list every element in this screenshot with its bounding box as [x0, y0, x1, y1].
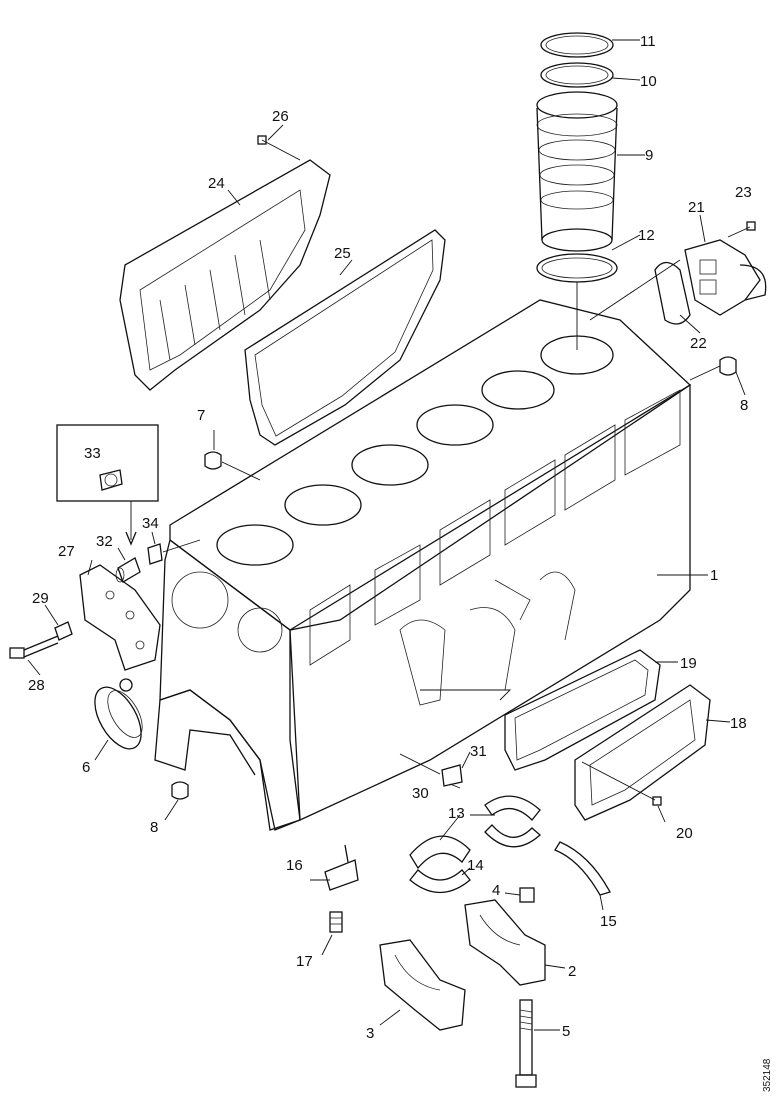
- water-outlet-21: [589, 221, 767, 325]
- detail-inset: [56, 424, 159, 546]
- plug-34: [147, 539, 201, 565]
- callout-1: 1: [710, 567, 718, 584]
- callout-18: 18: [730, 715, 747, 732]
- bolt-20: [581, 761, 662, 806]
- callout-31: 31: [470, 743, 487, 760]
- plug-32: [115, 557, 141, 583]
- callout-22: 22: [690, 335, 707, 352]
- callout-26: 26: [272, 108, 289, 125]
- drawing-reference: 352148: [762, 1058, 773, 1092]
- callout-25: 25: [334, 245, 351, 262]
- gasket-25: [244, 229, 446, 446]
- main-bolt-5: [515, 999, 537, 1088]
- callout-12: 12: [638, 227, 655, 244]
- callout-7: 7: [197, 407, 205, 424]
- callout-17: 17: [296, 953, 313, 970]
- callout-30: 30: [412, 785, 429, 802]
- bearing-cap-3: [379, 939, 466, 1031]
- callout-21: 21: [688, 199, 705, 216]
- side-cover-24: [119, 135, 331, 391]
- plug-7: [204, 430, 261, 481]
- gasket-19: [504, 649, 678, 771]
- callout-11: 11: [640, 33, 656, 50]
- bracket-27: [79, 564, 161, 671]
- callout-20: 20: [676, 825, 693, 842]
- callout-34: 34: [142, 515, 159, 532]
- bearing-bush-6: [94, 678, 143, 750]
- engine-block-1: [154, 299, 708, 831]
- bolt-28: [9, 635, 59, 659]
- callout-27: 27: [58, 543, 75, 560]
- callout-29: 29: [32, 590, 49, 607]
- callout-32: 32: [96, 533, 113, 550]
- callout-14: 14: [467, 857, 484, 874]
- callout-19: 19: [680, 655, 697, 672]
- washer-29: [54, 621, 73, 641]
- liner-stack: [536, 32, 618, 350]
- callout-5: 5: [562, 1023, 570, 1040]
- plug-8-right: [689, 356, 737, 381]
- callout-labels: 1 2 3 4 5 6 7 8 8 9 10 11 12 13 14 15 16…: [28, 33, 773, 1092]
- callout-8-left: 8: [150, 819, 158, 836]
- bolt-17: [329, 911, 343, 933]
- oil-nozzle-16: [310, 844, 359, 891]
- plug-8-left: [171, 781, 189, 800]
- callout-2: 2: [568, 963, 576, 980]
- callout-4: 4: [492, 882, 500, 899]
- callout-16: 16: [286, 857, 303, 874]
- plug-30: [399, 753, 463, 787]
- callout-23: 23: [735, 184, 752, 201]
- callout-24: 24: [208, 175, 225, 192]
- callout-3: 3: [366, 1025, 374, 1042]
- callout-15: 15: [600, 913, 617, 930]
- callout-8-right: 8: [740, 397, 748, 414]
- bearing-cap-2: [464, 899, 546, 986]
- callout-28: 28: [28, 677, 45, 694]
- callout-9: 9: [645, 147, 653, 164]
- bearing-shells-13-14: [409, 795, 541, 893]
- callout-6: 6: [82, 759, 90, 776]
- cover-18: [574, 684, 731, 821]
- callout-33: 33: [84, 445, 101, 462]
- thrust-washer-15: [554, 841, 611, 896]
- callout-leaders: [27, 39, 746, 1031]
- callout-10: 10: [640, 73, 657, 90]
- dowel-4: [519, 887, 535, 903]
- callout-13: 13: [448, 805, 465, 822]
